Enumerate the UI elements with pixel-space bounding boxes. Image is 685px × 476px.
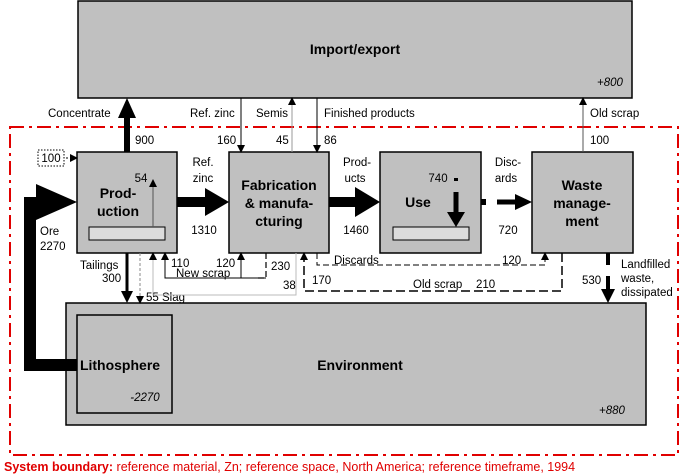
concentrate-label: Concentrate [48,108,111,120]
system-boundary [9,126,679,456]
production-label: Prod- [100,185,137,201]
flow-new-scrap-other: 38 [149,252,297,296]
fabrication-label-2: & manufa- [245,195,314,211]
system-boundary-caption: System boundary: reference material, Zn;… [4,460,575,474]
flow-old-scrap: 170 Old scrap 210 [300,252,563,292]
secondary-input-value: 100 [41,153,60,165]
flow-products: Prod- ucts 1460 [329,157,380,237]
ref-zinc-value: 1310 [191,225,217,237]
products-label: Prod- [343,157,371,169]
ref-zinc-label: Ref. [192,157,213,169]
ore-value: 2270 [40,241,66,253]
import-export-box: Import/export +800 [77,0,633,99]
discards-value: 720 [498,225,517,237]
fabrication-label-3: cturing [255,213,302,229]
flow-discards: Disc- ards 720 [481,157,532,237]
flow-ore: Ore 2270 [24,184,77,371]
waste-label-2: manage- [553,195,611,211]
flow-secondary-input: 100 [37,149,78,167]
old-scrap-value-fab: 170 [312,275,331,287]
lithosphere-label: Lithosphere [80,357,160,373]
old-scrap-label: Old scrap [413,279,462,291]
discards-label-2: ards [495,173,518,185]
waste-label: Waste [562,177,603,193]
waste-management-box: Waste manage- ment [531,151,634,254]
use-stock-change: 740 [428,173,447,185]
slag-label: 55 Slag [146,292,185,304]
tailings-label: Tailings [80,260,119,272]
waste-label-3: ment [565,213,599,229]
finished-products-label: Finished products [324,108,415,120]
flow-tailings: Tailings 300 [80,253,133,303]
production-stock [88,226,166,241]
flow-landfilled: 530 Landfilled waste, dissipated [582,253,673,303]
new-scrap-value-out: 230 [271,261,290,273]
environment-label: Environment [317,357,403,373]
flow-discards-direct: Discards 120 [316,252,549,267]
old-scrap-value: 210 [476,279,495,291]
new-scrap-value-fab: 120 [216,258,235,270]
finished-products-value: 86 [324,135,337,147]
flow-finished-products: Finished products 86 [313,98,415,153]
products-label-2: ucts [344,173,365,185]
production-stock-change: 54 [135,173,148,185]
old-scrap-export-value: 100 [590,135,609,147]
fabrication-box: Fabrication & manufa- cturing [228,151,330,254]
caption-text: reference material, Zn; reference space,… [113,460,575,474]
flow-semis: Semis 45 [256,97,296,152]
use-stock [392,226,470,241]
ref-zinc-import-label: Ref. zinc [190,108,235,120]
production-box: 54 Prod- uction [76,151,178,254]
concentrate-value: 900 [135,135,154,147]
discards-label: Disc- [495,157,521,169]
use-box: 740 Use [379,151,482,254]
import-export-label: Import/export [310,41,401,57]
lithosphere-balance: -2270 [130,392,160,404]
landfilled-label-3: dissipated [621,287,673,299]
old-scrap-export-label: Old scrap [590,108,639,120]
production-label-2: uction [97,203,139,219]
tailings-value: 300 [102,273,121,285]
environment-balance: +880 [599,405,626,417]
flow-new-scrap: 110 New scrap 120 230 [161,252,290,280]
new-scrap-value-in: 110 [171,258,189,270]
use-label: Use [405,194,431,210]
lithosphere-box: Lithosphere -2270 [76,314,173,414]
caption-bold: System boundary: [4,460,113,474]
new-scrap-label: New scrap [176,268,230,280]
discards-direct-label: Discards [334,255,379,267]
discards-direct-value: 120 [502,255,521,267]
ref-zinc-import-value: 160 [217,135,236,147]
semis-value: 45 [276,135,289,147]
flow-ref-zinc: Ref. zinc 1310 [177,157,229,237]
new-scrap-other-value: 38 [283,280,296,292]
ref-zinc-label-2: zinc [193,173,214,185]
semis-label: Semis [256,108,288,120]
landfilled-label: Landfilled [621,259,670,271]
import-export-balance: +800 [597,77,624,89]
products-value: 1460 [343,225,369,237]
landfilled-value: 530 [582,275,601,287]
flow-concentrate: Concentrate 900 [48,98,154,152]
landfilled-label-2: waste, [620,273,654,285]
flow-ref-zinc-import: Ref. zinc 160 [190,98,245,153]
ore-label: Ore [40,226,59,238]
fabrication-label: Fabrication [241,177,316,193]
flow-old-scrap-export: Old scrap 100 [579,97,639,152]
